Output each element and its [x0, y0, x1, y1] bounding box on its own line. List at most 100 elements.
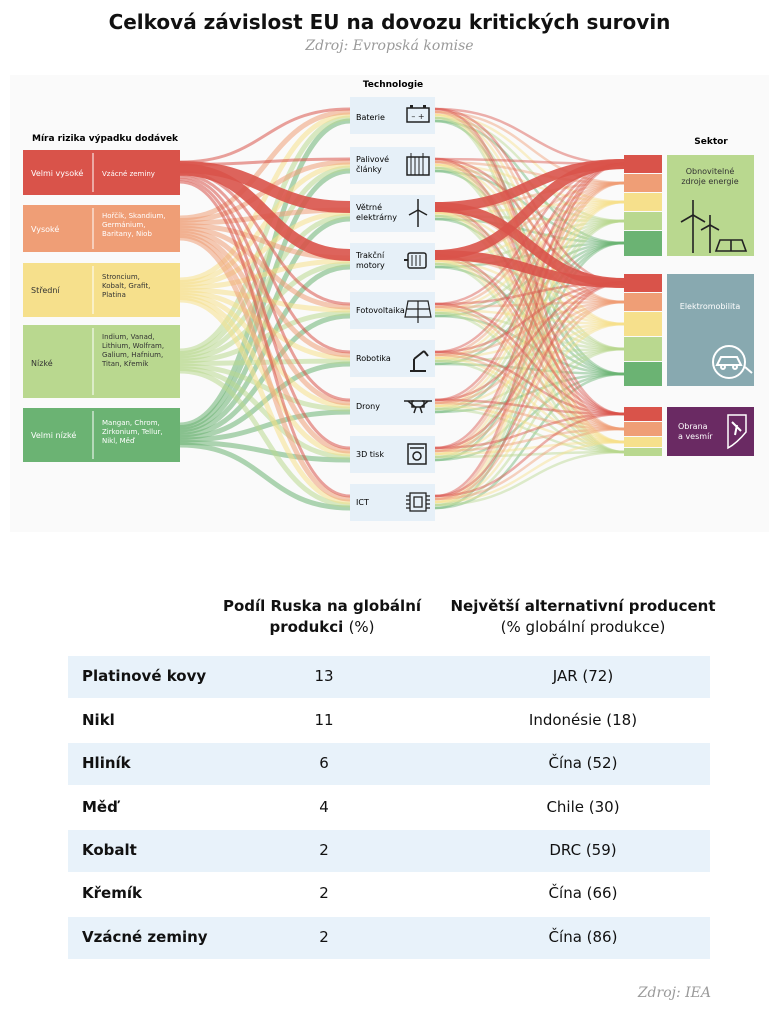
flow-link [434, 162, 625, 306]
flow-link [434, 217, 625, 376]
flow-link [434, 116, 625, 351]
tech-label: ICT [356, 498, 369, 507]
risk-column-title: Míra rizika výpadku dodávek [32, 134, 179, 144]
tech-battery: Baterie – + [350, 97, 435, 134]
table-source: Zdroj: IEA [637, 985, 711, 1001]
table-header-alternative: Největší alternativní producent (% globá… [450, 597, 716, 636]
flow-link [434, 300, 625, 453]
flow-link [434, 322, 625, 408]
defense-shield-icon [727, 414, 747, 450]
flow-link [434, 159, 625, 260]
flow-link [434, 311, 625, 351]
flow-link [434, 372, 625, 510]
flow-link [434, 163, 625, 444]
chart-title: Celková závislost EU na dovozu kritickýc… [108, 10, 671, 34]
3d-printer-icon [407, 443, 427, 465]
flow-link [434, 160, 625, 431]
flow-link [434, 214, 625, 223]
flow-link [434, 181, 625, 501]
flow-link [434, 181, 625, 453]
flow-link [179, 235, 351, 502]
risk-materials: Hořčík, Skandium,Germánium,Baritany, Nio… [102, 212, 166, 238]
flow-link [434, 219, 625, 411]
flow-link [434, 219, 625, 363]
robot-arm-icon [410, 350, 429, 372]
flow-link [434, 200, 625, 360]
chip-icon [406, 492, 430, 512]
table-row: Hliník 6 Čína (52) [68, 743, 710, 785]
material-cell: Platinové kovy [82, 667, 207, 685]
flow-link [434, 241, 625, 269]
risk-level-low: Nízké Indium, Vanad,Lithium, Wolfram,Gal… [23, 325, 180, 398]
flow-link [434, 281, 625, 354]
tech-ict: ICT [350, 484, 435, 521]
flow-link [434, 440, 625, 504]
flow-link [434, 308, 625, 444]
battery-icon: – + [406, 105, 430, 123]
flow-link [434, 404, 625, 444]
share-cell: 6 [319, 754, 329, 772]
flow-link [179, 440, 351, 463]
wind-turbine-icon [408, 199, 428, 227]
alternative-cell: Chile (30) [546, 798, 620, 816]
motor-icon [404, 252, 427, 269]
flow-link [434, 450, 625, 507]
tech-label: Baterie [356, 113, 385, 122]
sector-label: Elektromobilita [680, 302, 741, 311]
flow-link [434, 256, 625, 431]
flow-link [434, 219, 625, 459]
tech-3d-printing: 3D tisk [350, 436, 435, 473]
risk-label: Střední [31, 286, 60, 295]
risk-materials: Mangan, Chrom,Zirkonium, Tellur,Nikl, Mě… [102, 419, 163, 445]
flow-link [179, 368, 351, 508]
flow-link [434, 217, 625, 245]
sector-emobility: Elektromobilita [667, 274, 754, 386]
table-row: Kobalt 2 DRC (59) [68, 830, 710, 872]
flow-link [179, 109, 351, 221]
flow-link [179, 290, 351, 361]
flow-link [434, 113, 625, 326]
table-row: Křemík 2 Čína (66) [68, 873, 710, 915]
flow-link [434, 412, 625, 450]
tech-photovoltaics: Fotovoltaika [350, 292, 435, 329]
flow-link [434, 372, 625, 414]
flow-link [434, 300, 625, 357]
material-cell: Nikl [82, 711, 115, 729]
flow-link [179, 366, 351, 460]
flow-link [434, 208, 625, 431]
flow-link [434, 162, 625, 450]
flow-link [179, 225, 351, 310]
flow-link [434, 305, 625, 431]
alternative-cell: Indonésie (18) [528, 711, 638, 729]
material-cell: Křemík [82, 884, 142, 902]
flow-link [434, 241, 625, 318]
flow-link [434, 241, 625, 462]
flow-link [434, 347, 625, 507]
solar-panel-icon [404, 300, 432, 323]
flow-link [434, 300, 625, 501]
fuel-cell-icon [406, 153, 430, 176]
flow-link [434, 259, 625, 444]
table-header-share: Podíl Ruska na globální produkci (%) [222, 597, 422, 636]
risk-materials: Vzácné zeminy [102, 170, 155, 178]
flow-link [434, 262, 625, 351]
table-row: Měď 4 Chile (30) [68, 787, 710, 829]
table-row: Platinové kovy 13 JAR (72) [68, 656, 710, 698]
tech-label: Robotika [356, 354, 391, 363]
flow-link [434, 110, 625, 185]
flow-link [434, 107, 625, 416]
risk-level-medium: Střední Stroncium,Kobalt, Grafit,Platina [23, 263, 180, 317]
material-cell: Měď [82, 798, 118, 816]
table-row: Vzácné zeminy 2 Čína (86) [68, 917, 710, 959]
alternative-cell: JAR (72) [552, 667, 614, 685]
share-cell: 2 [319, 841, 329, 859]
flow-link [434, 322, 625, 456]
material-cell: Hliník [82, 754, 131, 772]
flow-link [434, 166, 625, 454]
